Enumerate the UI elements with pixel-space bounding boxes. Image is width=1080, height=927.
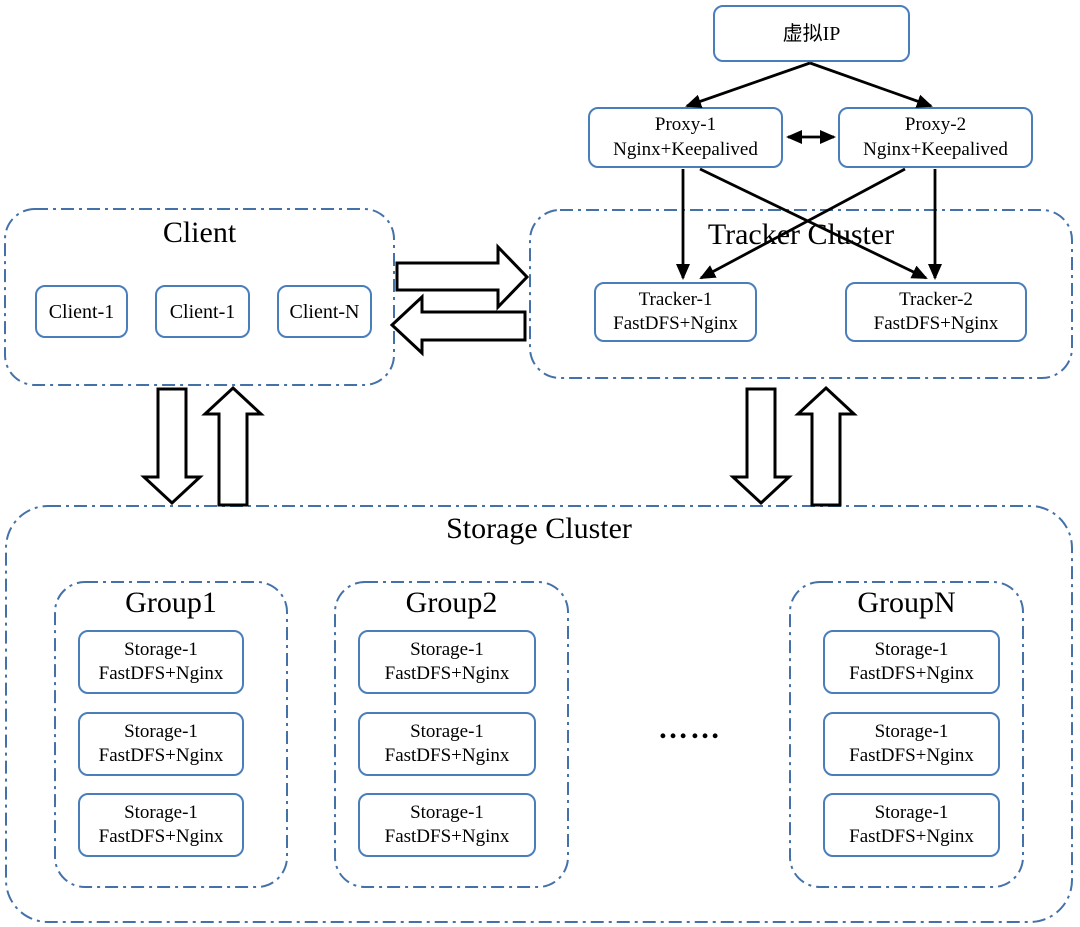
storage-stack: FastDFS+Nginx	[98, 663, 224, 684]
storage-name: Storage-1	[124, 801, 198, 823]
storage-name: Storage-1	[124, 638, 198, 660]
client-node-n-label: Client-N	[289, 300, 360, 323]
storage-name: Storage-1	[124, 720, 198, 742]
group1-storage-node-2: Storage-1 FastDFS+Nginx	[78, 712, 244, 776]
tracker-2-node: Tracker-2 FastDFS+Nginx	[845, 282, 1027, 342]
client-node-n: Client-N	[277, 285, 372, 338]
storage-name: Storage-1	[874, 638, 949, 660]
storage-stack: FastDFS+Nginx	[98, 826, 224, 847]
storage-stack: FastDFS+Nginx	[849, 663, 974, 684]
group2-border	[334, 581, 569, 888]
proxy-1-stack: Nginx+Keepalived	[613, 138, 758, 160]
group1-storage-node-3: Storage-1 FastDFS+Nginx	[78, 793, 244, 857]
client-node-1: Client-1	[35, 285, 128, 338]
group2-storage-node-1: Storage-1 FastDFS+Nginx	[358, 630, 536, 694]
proxy-2-stack: Nginx+Keepalived	[863, 138, 1008, 160]
client-node-2: Client-1	[155, 285, 250, 338]
storage-stack: FastDFS+Nginx	[849, 745, 974, 766]
proxy-2-name: Proxy-2	[904, 114, 967, 136]
storage-cluster-title: Storage Cluster	[446, 512, 632, 545]
group2-title: Group2	[405, 586, 498, 619]
storage-name: Storage-1	[874, 720, 949, 742]
storage-stack: FastDFS+Nginx	[384, 826, 510, 847]
client-node-1-label: Client-1	[48, 300, 115, 323]
storage-name: Storage-1	[410, 638, 484, 660]
storage-name: Storage-1	[410, 801, 484, 823]
storage-cluster-border	[5, 505, 1073, 923]
virtual-ip-node: 虚拟IP	[713, 5, 910, 62]
client-cluster-title: Client	[162, 216, 237, 249]
tracker-1-node: Tracker-1 FastDFS+Nginx	[594, 282, 757, 342]
tracker-cluster-title: Tracker Cluster	[707, 218, 895, 251]
group2-storage-node-2: Storage-1 FastDFS+Nginx	[358, 712, 536, 776]
groupN-storage-node-1: Storage-1 FastDFS+Nginx	[823, 630, 1000, 694]
group1-border	[54, 581, 288, 888]
storage-stack: FastDFS+Nginx	[384, 663, 510, 684]
tracker-2-name: Tracker-2	[899, 288, 973, 310]
proxy-2-node: Proxy-2 Nginx+Keepalived	[838, 107, 1033, 168]
storage-stack: FastDFS+Nginx	[384, 745, 510, 766]
group2-storage-node-3: Storage-1 FastDFS+Nginx	[358, 793, 536, 857]
proxy-1-node: Proxy-1 Nginx+Keepalived	[588, 107, 783, 168]
group1-title: Group1	[125, 586, 217, 619]
groupN-storage-node-2: Storage-1 FastDFS+Nginx	[823, 712, 1000, 776]
groupN-title: GroupN	[857, 586, 956, 619]
client-node-2-label: Client-1	[169, 300, 236, 323]
groupN-storage-node-3: Storage-1 FastDFS+Nginx	[823, 793, 1000, 857]
tracker-2-stack: FastDFS+Nginx	[873, 313, 999, 334]
more-groups-ellipsis: ……	[658, 712, 722, 745]
tracker-1-stack: FastDFS+Nginx	[613, 313, 738, 334]
tracker-1-name: Tracker-1	[638, 288, 713, 310]
groupN-border	[789, 581, 1024, 888]
storage-stack: FastDFS+Nginx	[849, 826, 974, 847]
group1-storage-node-1: Storage-1 FastDFS+Nginx	[78, 630, 244, 694]
storage-name: Storage-1	[410, 720, 484, 742]
virtual-ip-label: 虚拟IP	[782, 22, 841, 45]
storage-name: Storage-1	[874, 801, 949, 823]
proxy-1-name: Proxy-1	[654, 114, 717, 136]
storage-stack: FastDFS+Nginx	[98, 745, 224, 766]
